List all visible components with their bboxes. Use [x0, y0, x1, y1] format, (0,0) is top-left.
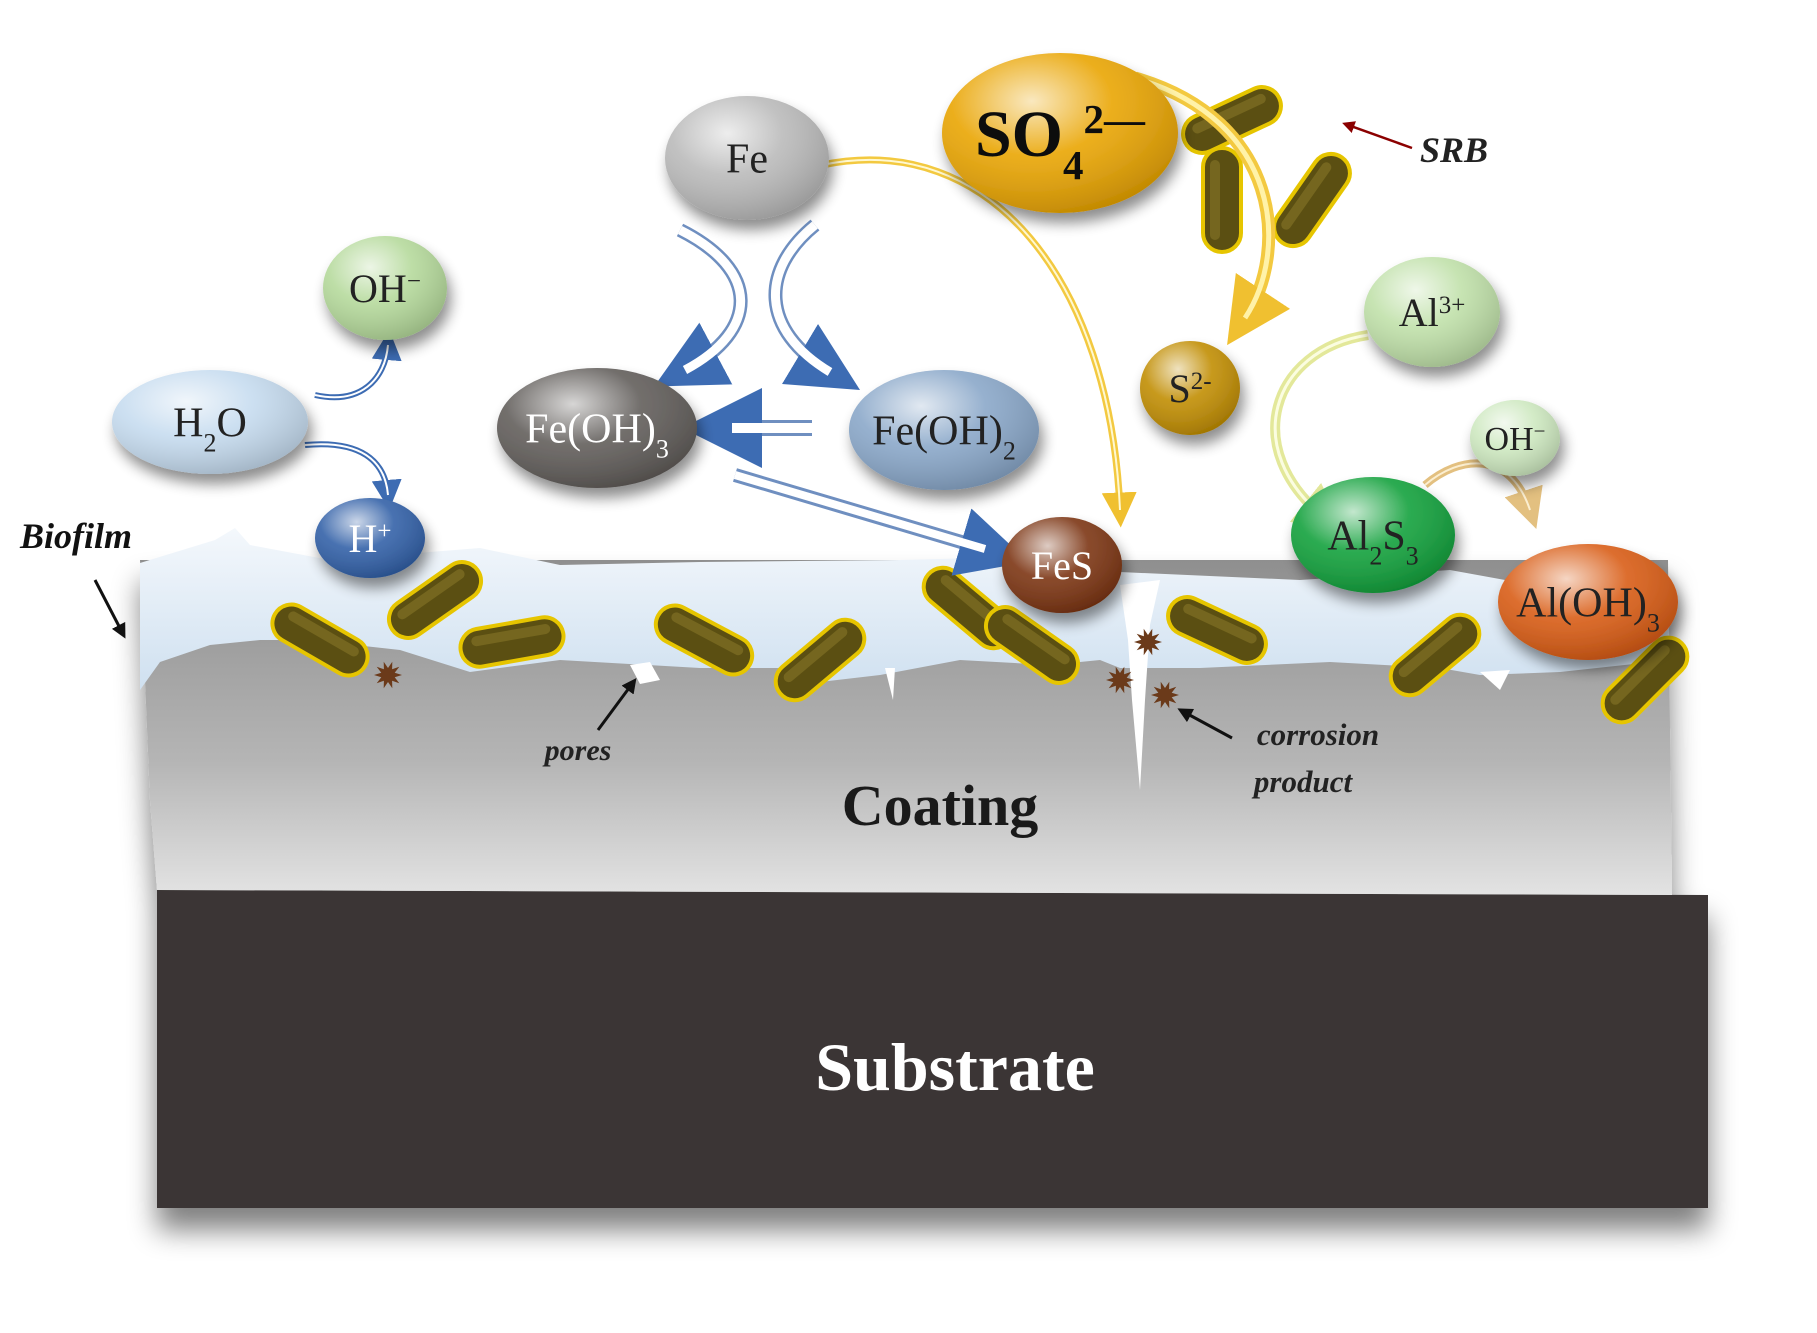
species-label: FeS	[1031, 543, 1093, 588]
species-label: Fe(OH)3	[525, 407, 669, 464]
arrow-h2o-to-oh	[314, 330, 402, 401]
srb-bacterium	[1272, 151, 1352, 249]
substrate-layer	[157, 890, 1708, 1208]
srb-bacterium	[386, 560, 484, 640]
srb-bacterium	[1201, 146, 1243, 254]
species-al-oh3: Al(OH)3	[1498, 544, 1678, 660]
species-label: OH−	[349, 266, 421, 311]
species-oh-left: OH−	[323, 236, 447, 340]
species-label: S2-	[1168, 366, 1211, 411]
srb-bacterium	[1181, 85, 1283, 155]
biofilm-pointer-arrow	[93, 579, 126, 639]
pore	[630, 662, 660, 684]
species-label: Fe	[726, 137, 768, 183]
species-label: H+	[349, 516, 392, 561]
species-h-plus: H+	[315, 498, 425, 578]
substrate-label: Substrate	[815, 1029, 1095, 1105]
srb-bacterium	[1166, 595, 1268, 665]
species-fe: Fe	[665, 96, 829, 220]
species-so4: SO42—	[942, 53, 1178, 213]
species-label: OH−	[1485, 419, 1546, 458]
crack	[1120, 580, 1160, 790]
arrow-h2o-to-hplus	[304, 441, 402, 510]
species-label: Fe(OH)2	[872, 409, 1016, 466]
corrosion-product-particle	[374, 661, 402, 689]
srb-bacterium	[458, 615, 566, 669]
corrosion-product-particle	[1151, 681, 1179, 709]
species-al2s3: Al2S3	[1291, 477, 1455, 593]
srb-label: SRB	[1420, 130, 1488, 170]
corrosion-label-line1: corrosion	[1257, 717, 1379, 752]
coating-label: Coating	[842, 773, 1039, 838]
species-label: H2O	[173, 401, 247, 458]
srb-bacterium	[270, 602, 370, 678]
pores-pointer-arrow	[596, 677, 637, 731]
corrosion-pointer-arrow	[1177, 708, 1233, 740]
srb-bacterium	[983, 605, 1081, 685]
species-label: Al(OH)3	[1516, 581, 1660, 638]
species-oh-right: OH−	[1470, 400, 1560, 476]
corrosion-products	[374, 628, 1179, 709]
species-fe-oh3: Fe(OH)3	[497, 368, 697, 488]
pore	[885, 668, 895, 700]
coating-pores	[630, 580, 1510, 790]
srb-bacterium	[1600, 635, 1690, 725]
biofilm-label: Biofilm	[19, 516, 132, 556]
species-al3: Al3+	[1364, 257, 1500, 367]
species-fe-oh2: Fe(OH)2	[849, 370, 1039, 490]
corrosion-label-line2: product	[1251, 764, 1354, 799]
species-label: Al2S3	[1327, 514, 1418, 571]
reaction-arrows	[304, 71, 1543, 576]
species-h2o: H2O	[112, 370, 308, 474]
srb-bacterium	[1388, 612, 1482, 698]
corrosion-product-particle	[1106, 666, 1134, 694]
species-s2: S2-	[1140, 341, 1240, 435]
srb-pointer-arrow	[1342, 121, 1413, 150]
species-fes: FeS	[1002, 517, 1122, 613]
pores-label: pores	[542, 734, 612, 767]
srb-bacterium	[653, 603, 755, 677]
species-label: SO42—	[975, 96, 1146, 188]
corrosion-product-particle	[1134, 628, 1162, 656]
pore	[1480, 670, 1510, 690]
species-label: Al3+	[1399, 290, 1466, 335]
srb-bacterium	[773, 617, 867, 703]
srb-bacteria-group	[270, 85, 1690, 725]
